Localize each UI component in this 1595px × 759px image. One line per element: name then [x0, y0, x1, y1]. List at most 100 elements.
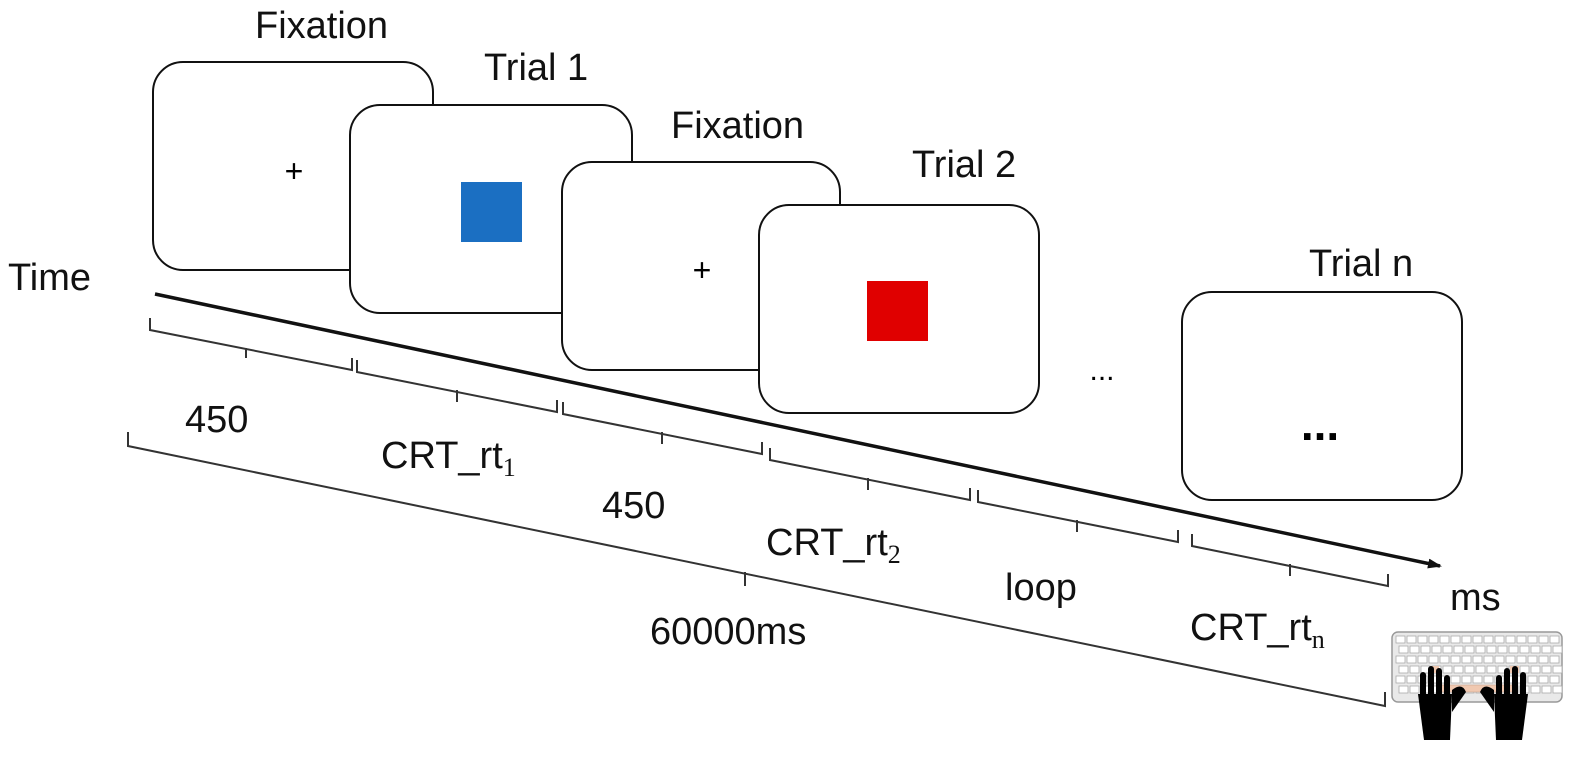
bracket-total [127, 432, 1386, 708]
bracket-seg-6 [1191, 534, 1389, 588]
keyboard-hands-icon [1391, 631, 1563, 740]
bracket-seg-1 [149, 318, 353, 372]
bracket-seg-3 [562, 402, 763, 456]
keyboard-key [1530, 645, 1541, 654]
keyboard-key [1552, 665, 1563, 674]
keyboard-key [1398, 665, 1409, 674]
segment-label-1: 450 [185, 399, 248, 441]
keyboard-key [1486, 645, 1497, 654]
screen-label: Fixation [255, 5, 388, 47]
keyboard-key [1450, 675, 1461, 684]
keyboard-key [1483, 635, 1494, 644]
screen-label: Trial 2 [912, 144, 1016, 186]
keyboard-key [1516, 635, 1527, 644]
keyboard-key [1442, 645, 1453, 654]
keyboard-key [1483, 655, 1494, 664]
keyboard-key [1527, 675, 1538, 684]
keyboard-key [1483, 675, 1494, 684]
unit-label: ms [1450, 577, 1501, 619]
keyboard-key [1428, 635, 1439, 644]
keyboard-key [1406, 675, 1417, 684]
keyboard-key [1475, 645, 1486, 654]
keyboard-key [1494, 655, 1505, 664]
keyboard-key [1464, 665, 1475, 674]
keyboard-key [1409, 645, 1420, 654]
keyboard-key [1439, 635, 1450, 644]
segment-label-6: CRT_rtn [1190, 607, 1325, 654]
keyboard-key [1450, 655, 1461, 664]
keyboard-key [1538, 655, 1549, 664]
keyboard-key [1494, 635, 1505, 644]
keyboard-key [1398, 645, 1409, 654]
keyboard-key [1420, 645, 1431, 654]
keyboard-key [1549, 655, 1560, 664]
keyboard-key [1505, 655, 1516, 664]
red-stimulus-square [867, 281, 928, 341]
keyboard-key [1464, 645, 1475, 654]
keyboard-key [1472, 635, 1483, 644]
keyboard-key [1409, 665, 1420, 674]
keyboard-key [1530, 685, 1541, 694]
keyboard-key [1508, 645, 1519, 654]
keyboard-key [1549, 675, 1560, 684]
between-ellipsis: ... [1089, 354, 1114, 387]
screen-trial-n: Trial n ... [1181, 243, 1463, 501]
keyboard-key [1431, 645, 1442, 654]
keyboard-key [1442, 665, 1453, 674]
keyboard-key [1406, 635, 1417, 644]
time-axis-arrow [154, 292, 1442, 569]
keyboard-key [1538, 635, 1549, 644]
segment-label-4: CRT_rt2 [766, 522, 901, 569]
segment-label-5: loop [1005, 567, 1077, 609]
segment-brackets [127, 318, 1389, 708]
keyboard-key [1486, 665, 1497, 674]
keyboard-key [1505, 635, 1516, 644]
keyboard-key [1439, 655, 1450, 664]
keyboard-key [1530, 665, 1541, 674]
keyboard-key [1395, 635, 1406, 644]
screen-label: Trial n [1309, 243, 1413, 285]
fixation-cross: + [693, 252, 712, 288]
keyboard-key [1461, 655, 1472, 664]
keyboard-key [1541, 665, 1552, 674]
time-label: Time [8, 257, 91, 299]
keyboard-key [1417, 635, 1428, 644]
keyboard-key [1541, 685, 1552, 694]
keyboard-key [1395, 675, 1406, 684]
keyboard-key [1406, 655, 1417, 664]
keyboard-key [1527, 655, 1538, 664]
keyboard-key [1472, 675, 1483, 684]
keyboard-key [1417, 655, 1428, 664]
keyboard-key [1398, 685, 1409, 694]
bracket-seg-4 [769, 448, 971, 502]
blue-stimulus-square [461, 182, 522, 242]
keyboard-key [1549, 635, 1560, 644]
keyboard-key [1450, 635, 1461, 644]
keyboard-key [1497, 645, 1508, 654]
keyboard-key [1516, 655, 1527, 664]
keyboard-key [1461, 675, 1472, 684]
keyboard-key [1527, 635, 1538, 644]
segment-label-3: 450 [602, 485, 665, 527]
keyboard-key [1552, 685, 1563, 694]
total-duration-label: 60000ms [650, 611, 806, 653]
keyboard-key [1552, 645, 1563, 654]
keyboard-key [1395, 655, 1406, 664]
trial-n-ellipsis: ... [1301, 398, 1339, 450]
segment-label-2: CRT_rt1 [381, 435, 516, 482]
keyboard-key [1472, 655, 1483, 664]
screen-label: Trial 1 [484, 47, 588, 89]
keyboard-key [1409, 685, 1420, 694]
keyboard-key [1428, 655, 1439, 664]
keyboard-key [1519, 665, 1530, 674]
fixation-cross: + [285, 153, 304, 189]
keyboard-key [1541, 645, 1552, 654]
screen-label: Fixation [671, 105, 804, 147]
keyboard-key [1538, 675, 1549, 684]
keyboard-key [1475, 665, 1486, 674]
keyboard-key [1461, 635, 1472, 644]
keyboard-key [1453, 665, 1464, 674]
keyboard-key [1519, 645, 1530, 654]
bracket-seg-5 [977, 490, 1179, 544]
